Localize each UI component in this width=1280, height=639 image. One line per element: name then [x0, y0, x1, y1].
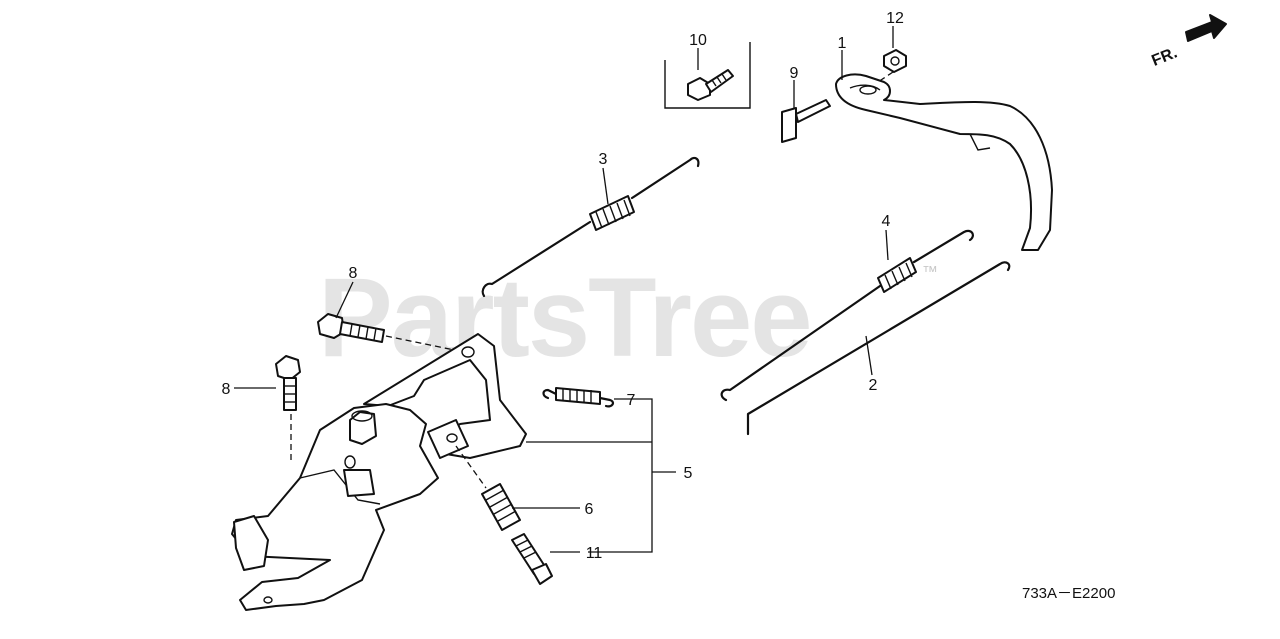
callout-4: 4: [882, 213, 891, 230]
rod-2: [746, 261, 1011, 436]
callout-8-upper: 8: [349, 265, 358, 282]
bolt-8-left: [275, 355, 301, 411]
callout-1: 1: [838, 35, 847, 52]
bolt-10-inset: [664, 42, 751, 109]
callout-8-left: 8: [222, 381, 231, 398]
trademark-symbol: ™: [922, 264, 938, 281]
bolt-8-upper: [317, 313, 385, 343]
spring-3: [481, 156, 700, 298]
diagram-code: 733A－E2200: [1022, 585, 1115, 602]
callout-12: 12: [886, 10, 904, 27]
callout-9: 9: [790, 65, 799, 82]
callout-3: 3: [599, 151, 608, 168]
callout-10: 10: [689, 32, 707, 49]
spring-7: [542, 387, 615, 408]
spring-4: [720, 229, 974, 402]
control-lever-1: [835, 73, 1053, 251]
front-direction-arrow-icon: [1185, 14, 1227, 42]
pin-9: [781, 99, 831, 143]
callout-2: 2: [869, 377, 878, 394]
callout-7: 7: [627, 392, 636, 409]
control-base-assembly-5: [231, 333, 527, 611]
leader-lines: [234, 26, 894, 553]
nut-12: [883, 49, 907, 73]
callout-6: 6: [585, 501, 594, 518]
callout-5: 5: [684, 465, 693, 482]
callout-11: 11: [586, 545, 603, 562]
spring-6: [481, 483, 521, 531]
bolt-11: [511, 533, 553, 585]
front-direction-label: FR.: [1149, 44, 1179, 69]
